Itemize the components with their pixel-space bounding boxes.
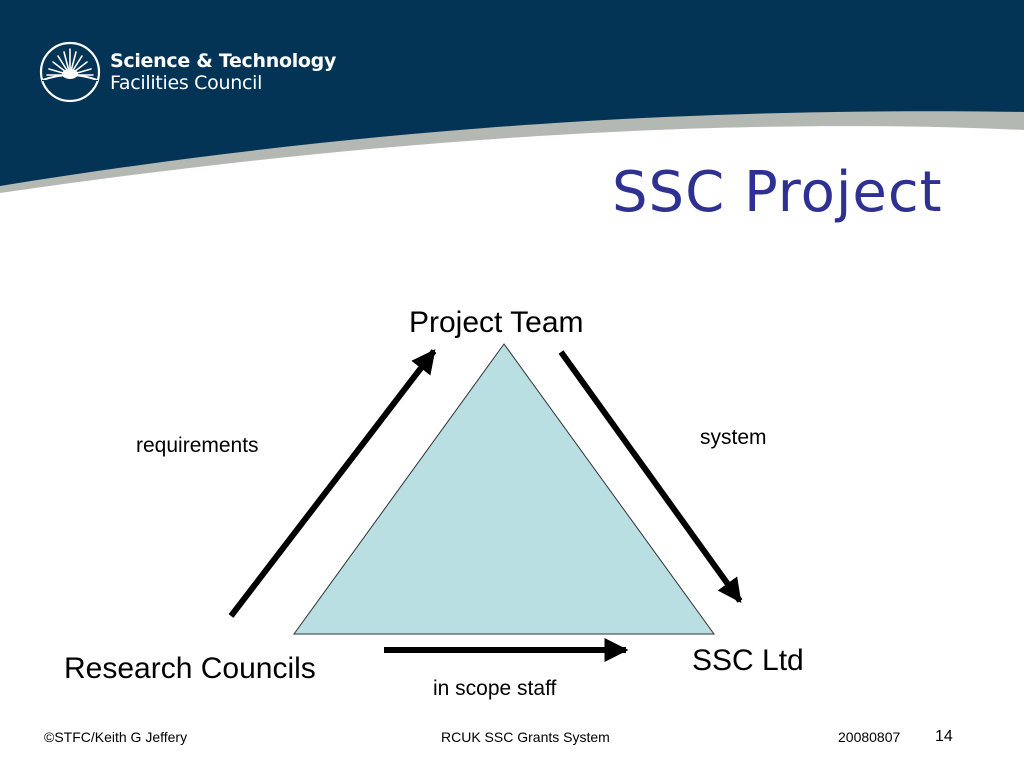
- requirements-arrow: [228, 349, 437, 618]
- node-project-team: Project Team: [409, 306, 584, 339]
- footer-copyright: ©STFC/Keith G Jeffery: [44, 729, 188, 745]
- node-research-councils: Research Councils: [64, 652, 316, 685]
- system-arrow: [558, 350, 743, 603]
- edge-label-system: system: [700, 426, 767, 449]
- sunburst-logo-icon: [39, 41, 101, 103]
- org-name-line1: Science & Technology: [110, 50, 337, 72]
- org-name-line2: Facilities Council: [110, 72, 263, 94]
- footer-page-number: 14: [935, 728, 953, 745]
- footer-date: 20080807: [838, 729, 901, 745]
- footer-presentation-title: RCUK SSC Grants System: [441, 729, 610, 745]
- organization-name: Science & Technology Facilities Council: [110, 50, 336, 94]
- edge-label-requirements: requirements: [136, 434, 259, 457]
- node-ssc-ltd: SSC Ltd: [692, 644, 804, 677]
- edge-label-in-scope-staff: in scope staff: [433, 677, 557, 700]
- header-navy-band: [0, 0, 1024, 186]
- header-band: [0, 0, 1024, 193]
- slide-title: SSC Project: [612, 160, 943, 225]
- central-triangle: [293, 343, 715, 635]
- stfc-logo: Science & Technology Facilities Council: [38, 40, 336, 104]
